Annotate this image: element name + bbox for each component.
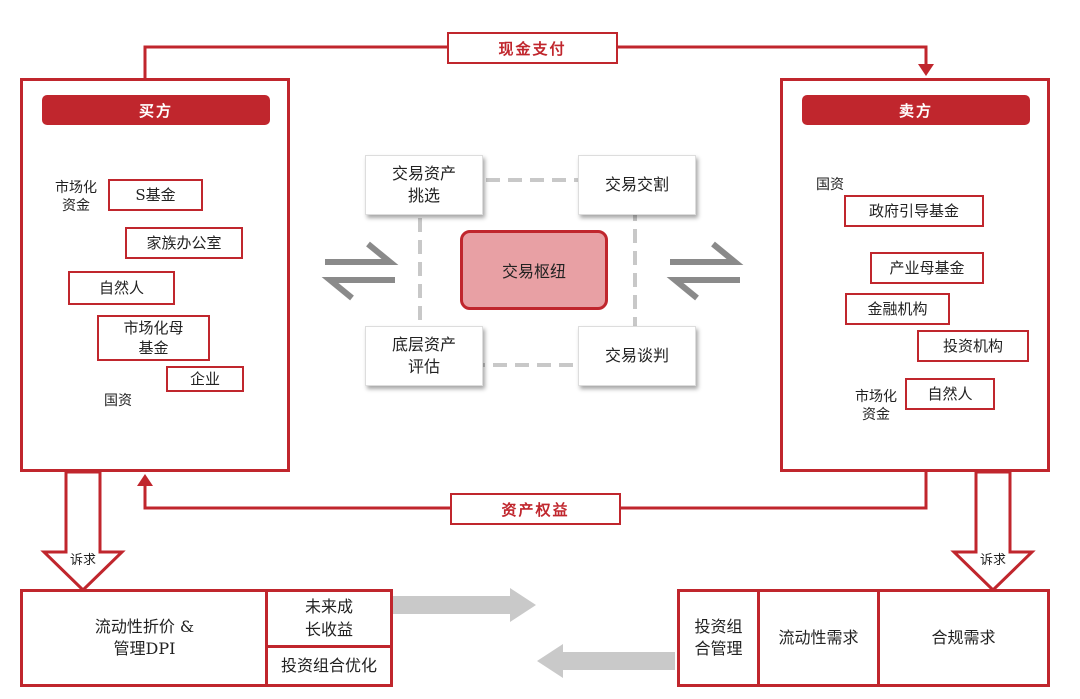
compliance-need-cell: 合规需求 bbox=[877, 592, 1047, 684]
buyer-market-capital-label: 市场化 资金 bbox=[55, 180, 97, 215]
seller-item-financial-institution: 金融机构 bbox=[845, 293, 950, 325]
seller-item-industry-fof: 产业母基金 bbox=[870, 252, 984, 284]
seller-claim-arrow bbox=[950, 470, 1036, 593]
asset-equity-tag: 资产权益 bbox=[450, 493, 621, 525]
seller-item-individual: 自然人 bbox=[905, 378, 995, 410]
seller-item-investment-institution: 投资机构 bbox=[917, 330, 1029, 362]
buyer-item-market-fof: 市场化母 基金 bbox=[97, 315, 210, 361]
buyer-claim-arrow bbox=[40, 470, 126, 593]
cash-payment-tag: 现金支付 bbox=[447, 32, 618, 64]
cash-payment-arrowhead bbox=[918, 64, 934, 76]
buyer-title: 买方 bbox=[42, 95, 270, 125]
exchange-arrows-right-icon bbox=[666, 241, 744, 301]
asset-valuation-box: 底层资产 评估 bbox=[365, 326, 483, 386]
liquidity-dpi-cell: 流动性折价 & 管理DPI bbox=[94, 616, 195, 658]
gray-arrow-left bbox=[537, 644, 675, 678]
center-dashed-frame bbox=[418, 178, 637, 367]
portfolio-optimization-cell: 投资组合优化 bbox=[265, 648, 390, 684]
portfolio-management-cell: 投资组 合管理 bbox=[694, 616, 743, 658]
buyer-claim-label: 诉求 bbox=[69, 553, 96, 568]
seller-market-capital-label: 市场化 资金 bbox=[855, 389, 897, 424]
exchange-arrows-left-icon bbox=[321, 241, 399, 301]
buyer-state-capital-label: 国资 bbox=[104, 393, 132, 409]
asset-equity-arrowhead bbox=[137, 474, 153, 486]
seller-state-capital-label: 国资 bbox=[816, 177, 844, 193]
delivery-box: 交易交割 bbox=[578, 155, 696, 215]
gray-arrow-right bbox=[393, 588, 536, 622]
seller-title: 卖方 bbox=[802, 95, 1030, 125]
buyer-item-enterprise: 企业 bbox=[166, 366, 244, 392]
trading-hub: 交易枢纽 bbox=[460, 230, 608, 310]
buyer-item-family-office: 家族办公室 bbox=[125, 227, 243, 259]
future-returns-cell: 未来成 长收益 bbox=[265, 592, 390, 648]
seller-needs-panel bbox=[677, 589, 1050, 687]
liquidity-need-cell: 流动性需求 bbox=[757, 592, 877, 684]
negotiation-box: 交易谈判 bbox=[578, 326, 696, 386]
asset-selection-box: 交易资产 挑选 bbox=[365, 155, 483, 215]
buyer-item-s-fund: S基金 bbox=[108, 179, 203, 211]
buyer-item-individual: 自然人 bbox=[68, 271, 175, 305]
buyer-needs-panel bbox=[20, 589, 393, 687]
seller-item-government-fund: 政府引导基金 bbox=[844, 195, 984, 227]
seller-claim-label: 诉求 bbox=[979, 553, 1006, 568]
